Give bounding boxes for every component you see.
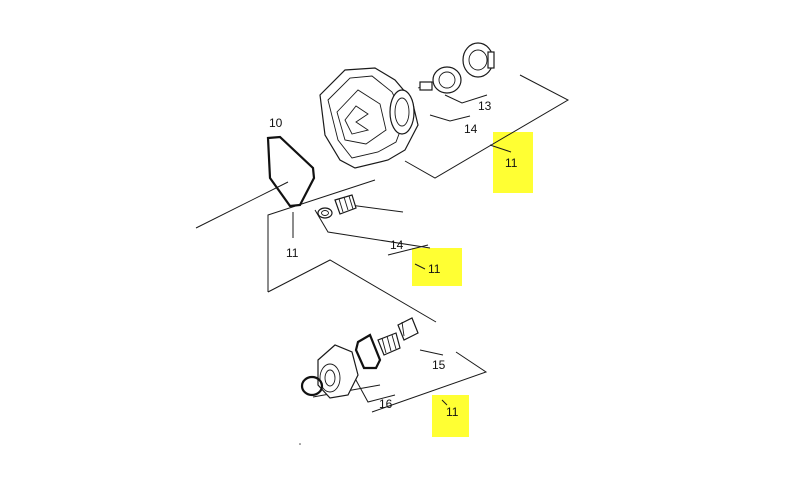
callout-13: 13 (478, 99, 492, 113)
leader-lines (195, 74, 570, 413)
stray-dot (299, 443, 301, 445)
highlight-box-bot (432, 395, 469, 437)
callout-11-mid: 11 (428, 262, 441, 276)
callout-15: 15 (432, 358, 446, 372)
end-cap (462, 42, 495, 78)
lower-valve-assembly (300, 317, 419, 399)
pump-head-housing (319, 67, 433, 169)
callout-16: 16 (379, 397, 393, 411)
middle-spring-assembly (317, 194, 357, 219)
callout-11-bot: 11 (446, 405, 459, 419)
callout-10: 10 (269, 116, 283, 130)
callout-14-top: 14 (464, 122, 478, 136)
callout-14-mid: 14 (390, 238, 404, 252)
callout-11-top: 11 (505, 156, 518, 170)
part-10-triangle-seal (266, 135, 316, 208)
callout-11-ring: 11 (286, 246, 299, 260)
highlight-box-top (493, 132, 533, 193)
part-13-bearing (432, 66, 462, 94)
